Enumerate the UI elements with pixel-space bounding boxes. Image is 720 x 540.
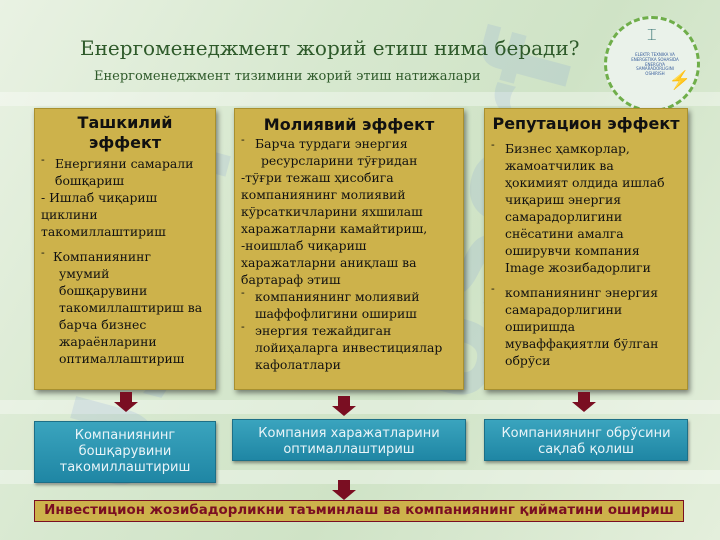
card-financial-effect: Молиявий эффект - Барча турдаги энергия … — [234, 108, 464, 390]
list-item: - компаниянинг молиявий шаффофлигини оши… — [241, 286, 420, 321]
card-organizational-effect: Ташкилий эффект - Енергияни самарали бош… — [34, 108, 216, 390]
slide-subtitle: Енергоменеджмент тизимини жорий этиш нат… — [94, 69, 481, 84]
background-stripe — [0, 92, 720, 106]
card-body: - Бизнес ҳамкорлар, жамоатчилик ва ҳоким… — [485, 134, 687, 369]
list-item: - Бизнес ҳамкорлар, жамоатчилик ва ҳоким… — [491, 138, 665, 275]
list-item: -тўғри тежаш ҳисобига компаниянинг молия… — [241, 170, 428, 287]
slide-title: Енергоменеджмент жорий етиш нима беради? — [80, 36, 580, 60]
card-body: - Барча турдаги энергия ресурсларини тўғ… — [235, 133, 463, 373]
card-body: - Енергияни самарали бошқариш - Ишлаб чи… — [35, 153, 215, 367]
list-item: - Енергияни самарали бошқариш — [41, 153, 194, 188]
result-box-costs: Компания харажатларини оптималлаштириш — [232, 419, 466, 461]
list-item: - энергия тежайдиган лойиҳаларга инвести… — [241, 320, 443, 372]
power-tower-icon: ⌶ — [647, 25, 657, 44]
lightning-icon: ⚡ — [668, 70, 691, 91]
list-item: - Ишлаб чиқариш циклини такомиллаштириш — [41, 190, 166, 239]
card-heading: Ташкилий эффект — [77, 113, 173, 152]
card-reputation-effect: Репутацион эффект - Бизнес ҳамкорлар, жа… — [484, 108, 688, 390]
list-item: - компаниянинг энергия самарадорлигини о… — [491, 282, 659, 368]
result-box-management: Компаниянинг бошқарувини такомиллаштириш — [34, 421, 216, 483]
list-item: - Барча турдаги энергия ресурсларини тўғ… — [241, 133, 418, 168]
logo: ⌶ ELEKTR TEXNIKA VA ENERGETIKA SOHASIDA … — [604, 16, 700, 112]
card-heading: Репутацион эффект — [492, 114, 680, 133]
list-item: - Компаниянинг умумий бошқарувини такоми… — [41, 246, 203, 366]
logo-text: ELEKTR TEXNIKA VA ENERGETIKA SOHASIDA EN… — [631, 52, 679, 77]
card-heading: Молиявий эффект — [263, 115, 435, 134]
background-stripe — [0, 400, 720, 414]
result-box-reputation: Компаниянинг обрўсини сақлаб қолиш — [484, 419, 688, 461]
footer-banner: Инвестицион жозибадорликни таъминлаш ва … — [34, 500, 684, 522]
